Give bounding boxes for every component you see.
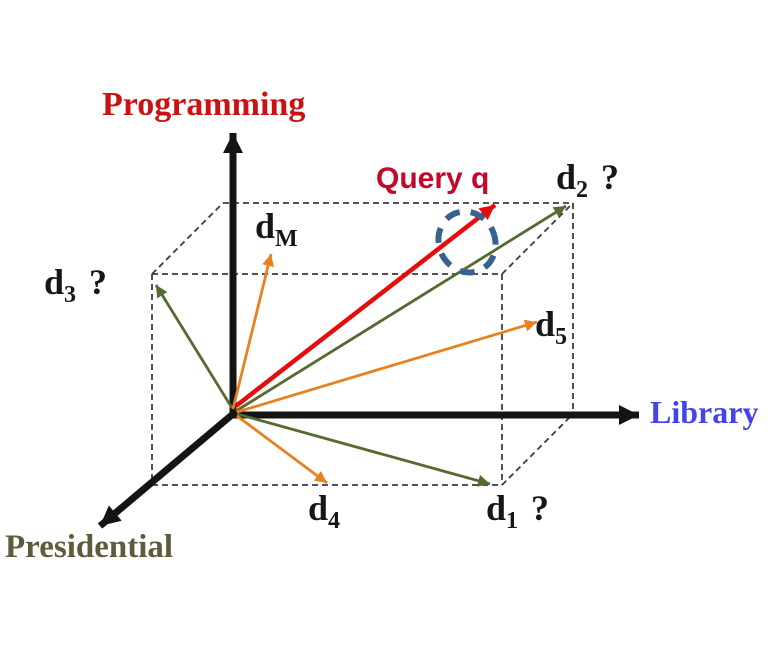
vector-label-d2-sub: 2 [576,176,589,203]
axis-label-library: Library [650,394,759,430]
query-vector-line [234,203,497,408]
vector-label-dm-sub: M [275,225,298,252]
vector-label-d4-sub: 4 [328,507,341,534]
box-bottom-right-connector [501,413,574,486]
vector-label-d3-base: d [44,262,65,302]
vector-label-d4: d4 [308,488,340,533]
vector-label-d5-sub: 5 [555,323,568,350]
axis-label-presidential: Presidential [5,529,174,565]
vector-d4-line [236,414,328,485]
query-label: Query q [376,162,490,195]
axes [97,133,639,529]
box-top-left-connector [151,202,224,275]
vector-label-dm: dM [255,206,298,251]
vector-label-d2-base: d [556,157,577,197]
vector-label-d2-suffix: ? [601,157,620,197]
axis-label-programming: Programming [102,86,306,123]
vector-label-d3-sub: 3 [64,281,77,308]
vector-d1-line [236,412,491,487]
axis-presidential-line [97,411,236,529]
vector-d3-line [154,284,234,409]
vector-label-d1-suffix: ? [531,488,550,528]
vector-d5-line [236,319,538,414]
vector-label-d4-base: d [308,488,329,528]
vector-label-d5: d5 [535,304,567,349]
vector-label-dm-base: d [255,206,276,246]
vector-label-d1-base: d [486,488,507,528]
vector-label-d1-sub: 1 [506,507,519,534]
vector-label-d3: d3? [44,262,108,307]
vector-d2-line [235,204,567,413]
vector-label-d5-base: d [535,304,556,344]
vector-label-d1: d1? [486,488,550,533]
vector-dm-line [231,253,274,410]
similarity-ellipse [435,208,499,276]
vector-label-d3-suffix: ? [89,262,108,302]
term-space-box [151,202,574,486]
vector-label-d2: d2? [556,157,620,202]
document-vectors [154,203,567,487]
